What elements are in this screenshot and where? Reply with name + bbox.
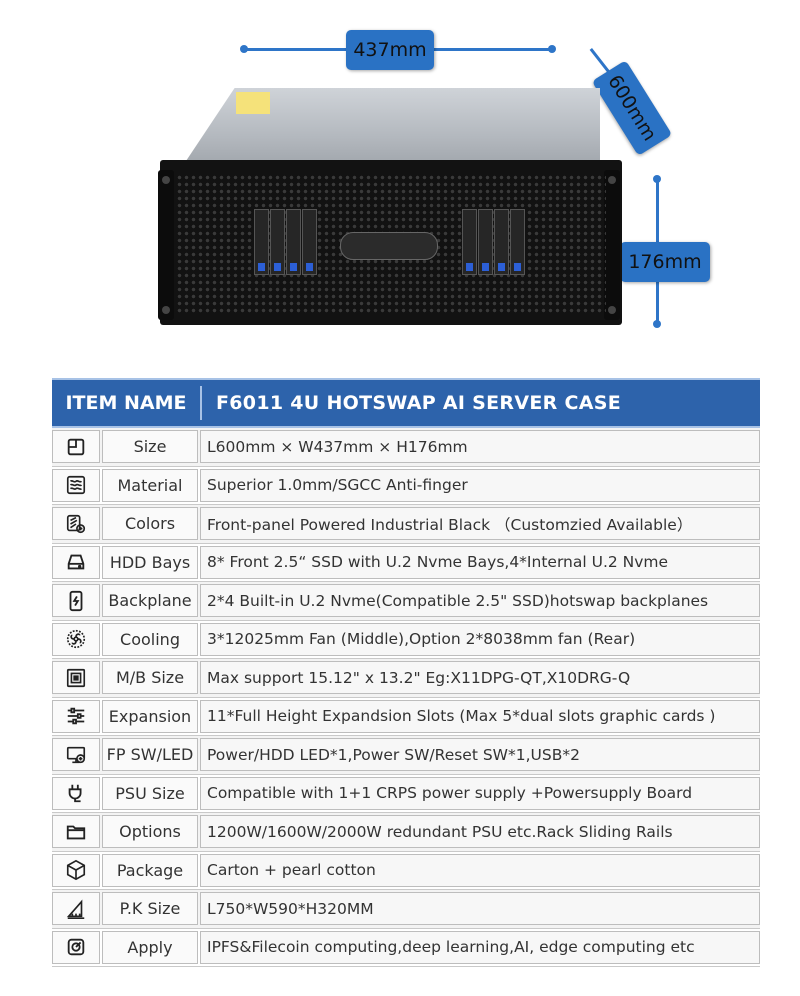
front-panel-icon: [52, 738, 100, 771]
power-plug-icon: [52, 776, 100, 810]
row-value: 1200W/1600W/2000W redundant PSU etc.Rack…: [200, 815, 760, 848]
hdd-icon: [52, 545, 100, 579]
table-row: Options 1200W/1600W/2000W redundant PSU …: [52, 813, 760, 852]
dimension-endpoint: [548, 45, 556, 53]
folder-icon: [52, 815, 100, 848]
table-row: PSU Size Compatible with 1+1 CRPS power …: [52, 774, 760, 813]
header-item-name: ITEM NAME: [65, 392, 187, 414]
depth-dimension-label: 600mm: [591, 60, 673, 156]
spec-rows: Size L600mm × W437mm × H176mm Material S…: [52, 428, 760, 967]
row-value: IPFS&Filecoin computing,deep learning,AI…: [200, 930, 760, 964]
width-dimension-label: 437mm: [346, 30, 434, 70]
row-value: L750*W590*H320MM: [200, 892, 760, 925]
drive-bay: [270, 209, 285, 275]
spec-table-header: ITEM NAME F6011 4U HOTSWAP AI SERVER CAS…: [52, 378, 760, 428]
drive-bay: [494, 209, 509, 275]
dimension-endpoint: [653, 320, 661, 328]
row-value: Front-panel Powered Industrial Black （Cu…: [200, 507, 760, 540]
drive-bay: [286, 209, 301, 275]
table-row: Backplane 2*4 Built-in U.2 Nvme(Compatib…: [52, 582, 760, 621]
header-divider: [200, 386, 202, 420]
sliders-icon: [52, 699, 100, 733]
row-value: 3*12025mm Fan (Middle),Option 2*8038mm f…: [200, 622, 760, 656]
rack-ear-hole: [162, 306, 170, 314]
row-label: FP SW/LED: [102, 738, 198, 771]
row-label: Apply: [102, 930, 198, 964]
drive-bay: [302, 209, 317, 275]
row-label: Size: [102, 430, 198, 463]
row-label: Options: [102, 815, 198, 848]
target-icon: [52, 930, 100, 964]
rack-ear-hole: [162, 176, 170, 184]
table-row: Package Carton + pearl cotton: [52, 851, 760, 890]
row-value: Compatible with 1+1 CRPS power supply +P…: [200, 776, 760, 810]
row-label: HDD Bays: [102, 545, 198, 579]
row-label: Backplane: [102, 584, 198, 617]
material-icon: [52, 468, 100, 502]
package-icon: [52, 853, 100, 887]
drive-bay: [254, 209, 269, 275]
colors-icon: [52, 507, 100, 540]
fan-icon: [52, 622, 100, 656]
row-label: P.K Size: [102, 892, 198, 925]
backplane-icon: [52, 584, 100, 617]
product-image: 437mm 600mm 176mm: [0, 0, 800, 370]
row-value: 11*Full Height Expandsion Slots (Max 5*d…: [200, 699, 760, 733]
drive-bay: [462, 209, 477, 275]
dimension-endpoint: [653, 175, 661, 183]
table-row: HDD Bays 8* Front 2.5“ SSD with U.2 Nvme…: [52, 543, 760, 582]
height-dimension-label: 176mm: [620, 242, 710, 282]
table-row: FP SW/LED Power/HDD LED*1,Power SW/Reset…: [52, 736, 760, 775]
rack-ear-hole: [608, 176, 616, 184]
row-value: 8* Front 2.5“ SSD with U.2 Nvme Bays,4*I…: [200, 545, 760, 579]
table-row: Material Superior 1.0mm/SGCC Anti-finger: [52, 466, 760, 505]
rack-ear-hole: [608, 306, 616, 314]
row-value: L600mm × W437mm × H176mm: [200, 430, 760, 463]
drive-bay: [478, 209, 493, 275]
row-label: Material: [102, 468, 198, 502]
front-io-panel: [340, 232, 438, 260]
row-label: PSU Size: [102, 776, 198, 810]
motherboard-icon: [52, 661, 100, 694]
table-row: Expansion 11*Full Height Expandsion Slot…: [52, 697, 760, 736]
row-label: Expansion: [102, 699, 198, 733]
row-value: 2*4 Built-in U.2 Nvme(Compatible 2.5" SS…: [200, 584, 760, 617]
row-label: Colors: [102, 507, 198, 540]
table-row: Cooling 3*12025mm Fan (Middle),Option 2*…: [52, 620, 760, 659]
header-product-name: F6011 4U HOTSWAP AI SERVER CASE: [216, 392, 622, 414]
table-row: M/B Size Max support 15.12" x 13.2" Eg:X…: [52, 659, 760, 698]
row-value: Max support 15.12" x 13.2" Eg:X11DPG-QT,…: [200, 661, 760, 694]
row-label: Cooling: [102, 622, 198, 656]
size-icon: [52, 430, 100, 463]
drive-bay: [510, 209, 525, 275]
table-row: Colors Front-panel Powered Industrial Bl…: [52, 505, 760, 544]
row-label: M/B Size: [102, 661, 198, 694]
rack-ear-left: [158, 170, 174, 320]
row-value: Power/HDD LED*1,Power SW/Reset SW*1,USB*…: [200, 738, 760, 771]
spec-table: ITEM NAME F6011 4U HOTSWAP AI SERVER CAS…: [52, 378, 760, 967]
chassis-sticker: [236, 92, 270, 114]
table-row: Size L600mm × W437mm × H176mm: [52, 428, 760, 467]
table-row: Apply IPFS&Filecoin computing,deep learn…: [52, 928, 760, 967]
rack-ear-right: [604, 170, 620, 320]
row-value: Carton + pearl cotton: [200, 853, 760, 887]
row-value: Superior 1.0mm/SGCC Anti-finger: [200, 468, 760, 502]
row-label: Package: [102, 853, 198, 887]
ruler-triangle-icon: [52, 892, 100, 925]
table-row: P.K Size L750*W590*H320MM: [52, 890, 760, 929]
